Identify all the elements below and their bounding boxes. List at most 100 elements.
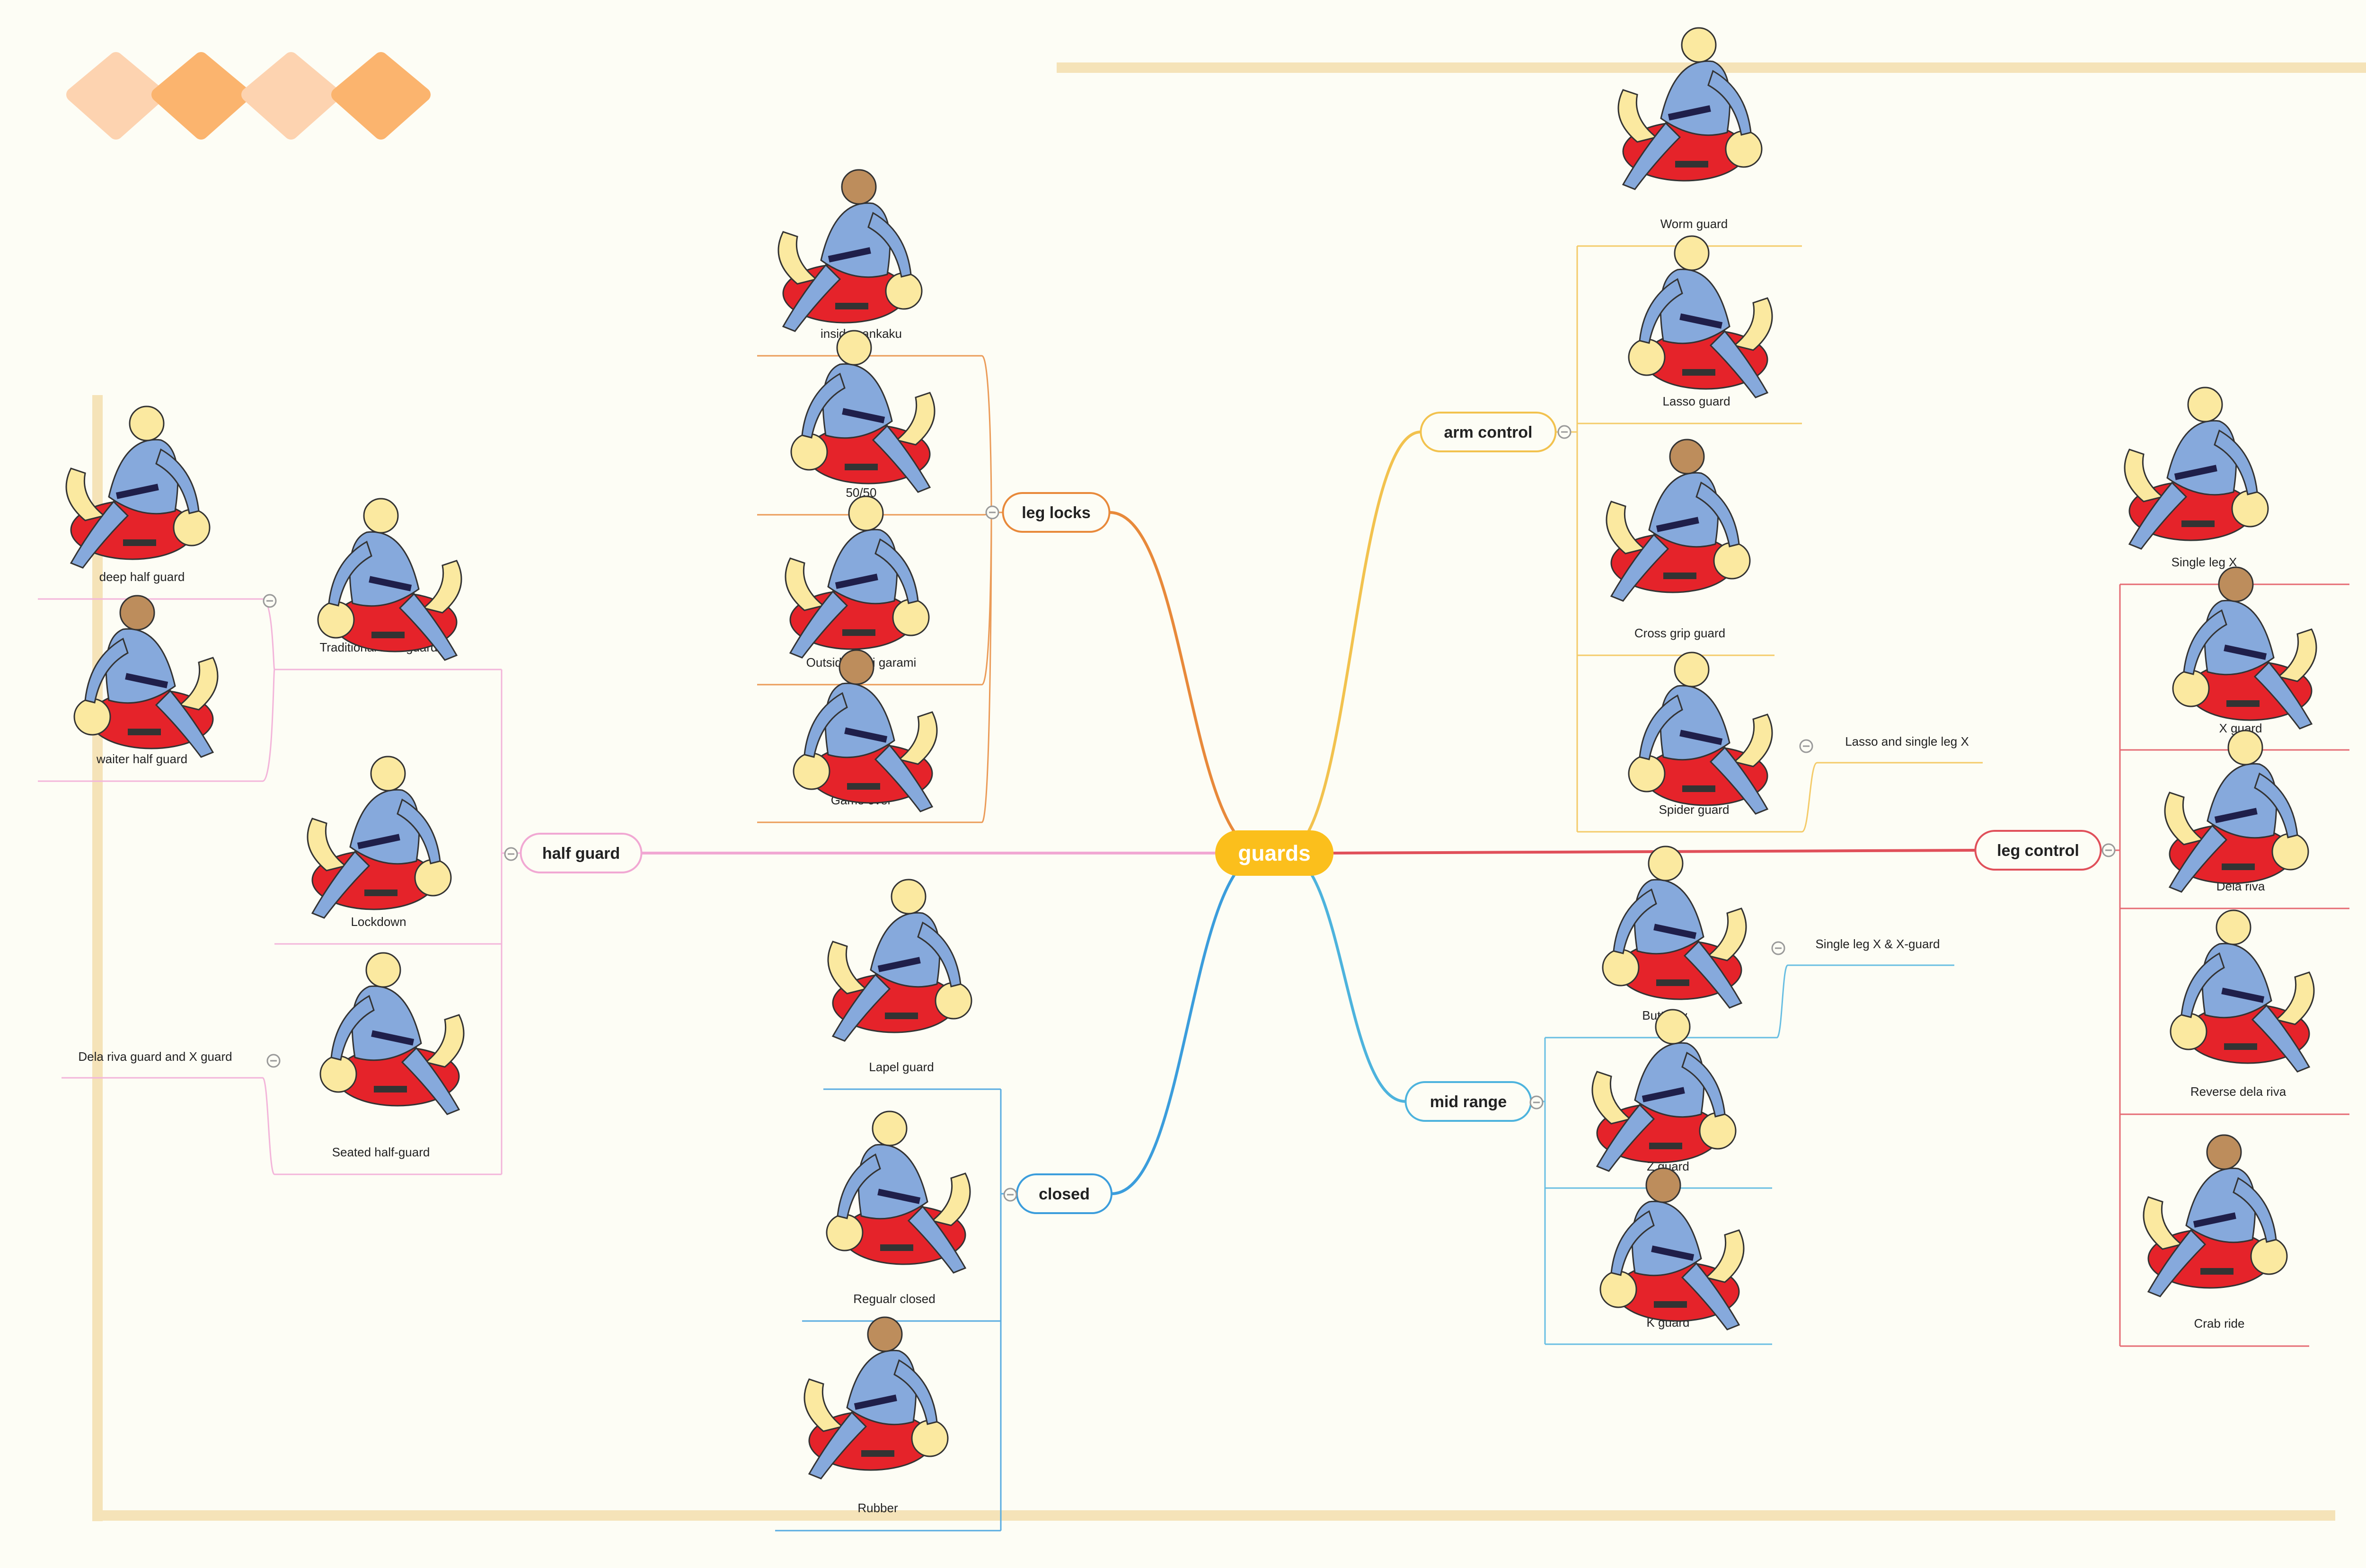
blue-gi-belt: [371, 1030, 415, 1046]
red-gi-leg: [1704, 1229, 1745, 1283]
leaf-node-single-leg-x[interactable]: Single leg X: [2172, 555, 2237, 569]
blue-gi-leg: [808, 1411, 867, 1480]
blue-gi-torso: [822, 363, 893, 439]
blue-gi-leg: [1622, 122, 1681, 190]
link-leg-locks-inside-sankaku: [981, 355, 1003, 513]
blue-gi-leg: [2147, 1229, 2207, 1297]
collapse-spider-guard-icon[interactable]: [1799, 739, 1813, 753]
blue-gi-torso: [824, 682, 895, 758]
red-gi-head: [173, 509, 211, 546]
leaf-node-lapel-guard[interactable]: Lapel guard: [869, 1060, 934, 1074]
leaf-label-worm-guard: Worm guard: [1660, 217, 1728, 231]
blue-gi-leg: [872, 424, 931, 493]
leaf-node-reverse-dela-riva[interactable]: Reverse dela riva: [2190, 1084, 2287, 1099]
leaf-node-crab-ride[interactable]: Crab ride: [2194, 1316, 2245, 1330]
red-gi-belt: [371, 632, 405, 638]
blue-gi-head: [2218, 566, 2254, 602]
link-half-guard-seated-half-guard: [501, 852, 521, 1174]
blue-gi-belt: [2224, 644, 2267, 660]
leaf-label-cross-grip-guard: Cross grip guard: [1634, 626, 1725, 640]
link-center-mid-range: [1283, 852, 1406, 1103]
subleaf-node-waiter-half-guard[interactable]: waiter half guard: [96, 752, 187, 766]
blue-gi-arm: [1695, 481, 1740, 547]
collapse-half-guard-icon[interactable]: [504, 847, 518, 861]
leaf-node-cross-grip-guard[interactable]: Cross grip guard: [1634, 626, 1725, 640]
badge-diamond-3: [241, 52, 341, 140]
subleaf-node-deep-half-guard[interactable]: deep half guard: [99, 570, 185, 584]
center-node-bg: [1215, 830, 1333, 876]
collapse-traditional-half-guard-icon[interactable]: [263, 594, 277, 608]
leaf-label-reverse-dela-riva: Reverse dela riva: [2190, 1084, 2287, 1099]
branch-node-arm-control[interactable]: arm control: [1420, 412, 1557, 452]
blue-gi-belt: [2174, 465, 2217, 480]
illustration-rubber: [803, 1316, 949, 1480]
leaf-node-regualr-closed[interactable]: Regualr closed: [853, 1292, 935, 1306]
leaf-node-lasso-guard[interactable]: Lasso guard: [1662, 394, 1730, 408]
blue-gi-leg: [401, 1047, 460, 1115]
leaf-node-worm-guard[interactable]: Worm guard: [1660, 217, 1728, 231]
red-gi-leg: [2143, 1196, 2183, 1250]
branch-node-leg-locks[interactable]: leg locks: [1002, 492, 1111, 533]
blue-gi-torso: [2166, 420, 2237, 496]
blue-gi-head: [1674, 652, 1710, 687]
blue-gi-leg: [789, 590, 848, 659]
collapse-butterfly-icon[interactable]: [1771, 941, 1785, 955]
leaf-node-seated-half-guard[interactable]: Seated half-guard: [332, 1145, 430, 1159]
illustration-lapel-guard: [827, 879, 972, 1042]
red-gi-leg: [803, 1378, 844, 1432]
branch-node-mid-range[interactable]: mid range: [1404, 1081, 1532, 1122]
blue-gi-leg: [1683, 940, 1743, 1009]
subleaf-node-lasso-and-single-leg-x[interactable]: Lasso and single leg X: [1845, 734, 1969, 749]
red-gi-leg: [1732, 714, 1773, 767]
blue-gi-torso: [2204, 599, 2275, 676]
collapse-leg-control-icon[interactable]: [2101, 843, 2116, 857]
branch-node-half-guard[interactable]: half guard: [520, 833, 643, 873]
illustration-game-over: [793, 649, 938, 812]
blue-gi-head: [2216, 909, 2251, 945]
blue-gi-head: [1669, 439, 1705, 475]
subleaf-node-dela-riva-guard-and-x-guard[interactable]: Dela riva guard and X guard: [78, 1049, 232, 1064]
blue-gi-head: [891, 879, 927, 915]
leaf-label-crab-ride: Crab ride: [2194, 1316, 2245, 1330]
blue-gi-arm: [2214, 429, 2258, 495]
blue-gi-arm: [893, 1359, 938, 1425]
red-gi-leg: [2277, 628, 2317, 682]
link-leg-control-x-guard: [2101, 750, 2121, 851]
red-gi-head: [790, 433, 828, 471]
branch-node-closed[interactable]: closed: [1016, 1173, 1112, 1214]
blue-gi-head: [2187, 387, 2223, 423]
center-node-guards[interactable]: guards: [1215, 830, 1333, 876]
collapse-seated-half-guard-icon[interactable]: [266, 1054, 281, 1068]
blue-gi-torso: [1648, 472, 1719, 548]
blue-gi-belt: [877, 1189, 921, 1204]
branch-node-leg-control[interactable]: leg control: [1974, 830, 2102, 871]
branch-node-label: arm control: [1444, 423, 1532, 441]
blue-gi-head: [841, 169, 877, 205]
red-gi-head: [793, 752, 830, 790]
blue-gi-arm: [330, 995, 375, 1061]
blue-gi-belt: [369, 576, 412, 591]
collapse-mid-range-icon[interactable]: [1529, 1095, 1544, 1110]
link-arm-control-spider-guard: [1555, 431, 1578, 832]
subleaf-label-dela-riva-guard-and-x-guard: Dela riva guard and X guard: [78, 1049, 232, 1064]
collapse-leg-locks-icon[interactable]: [985, 505, 999, 520]
red-gi-leg: [2124, 449, 2164, 502]
leaf-label-regualr-closed: Regualr closed: [853, 1292, 935, 1306]
leaf-node-lockdown[interactable]: Lockdown: [351, 915, 406, 929]
red-gi-head: [2231, 490, 2269, 528]
red-gi-head: [1725, 130, 1763, 168]
red-gi-belt: [1682, 369, 1715, 376]
blue-gi-belt: [877, 957, 921, 972]
collapse-closed-icon[interactable]: [1003, 1188, 1017, 1202]
blue-gi-belt: [1653, 924, 1697, 939]
blue-gi-torso: [351, 985, 422, 1061]
blue-gi-head: [1645, 1167, 1681, 1203]
leaf-node-rubber[interactable]: Rubber: [857, 1501, 898, 1515]
red-gi-belt: [2224, 1043, 2257, 1050]
subleaf-node-single-leg-x-x-guard[interactable]: Single leg X & X-guard: [1815, 937, 1940, 951]
collapse-arm-control-icon[interactable]: [1557, 425, 1571, 439]
red-gi-leg: [422, 560, 462, 614]
frame-left-bar: [92, 395, 103, 1521]
blue-gi-head: [365, 952, 401, 988]
